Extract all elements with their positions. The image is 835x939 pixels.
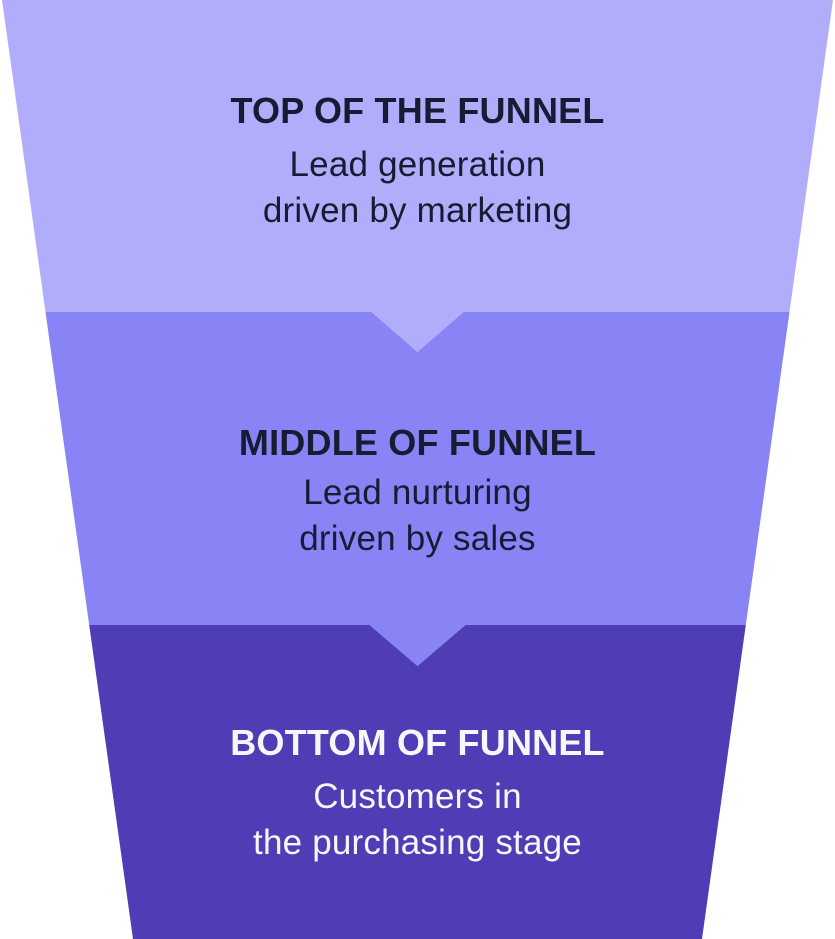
funnel-stage-top-shape — [2, 0, 833, 352]
funnel-stage-bottom-shape — [89, 625, 746, 939]
funnel-stage-middle-shape — [45, 312, 790, 666]
